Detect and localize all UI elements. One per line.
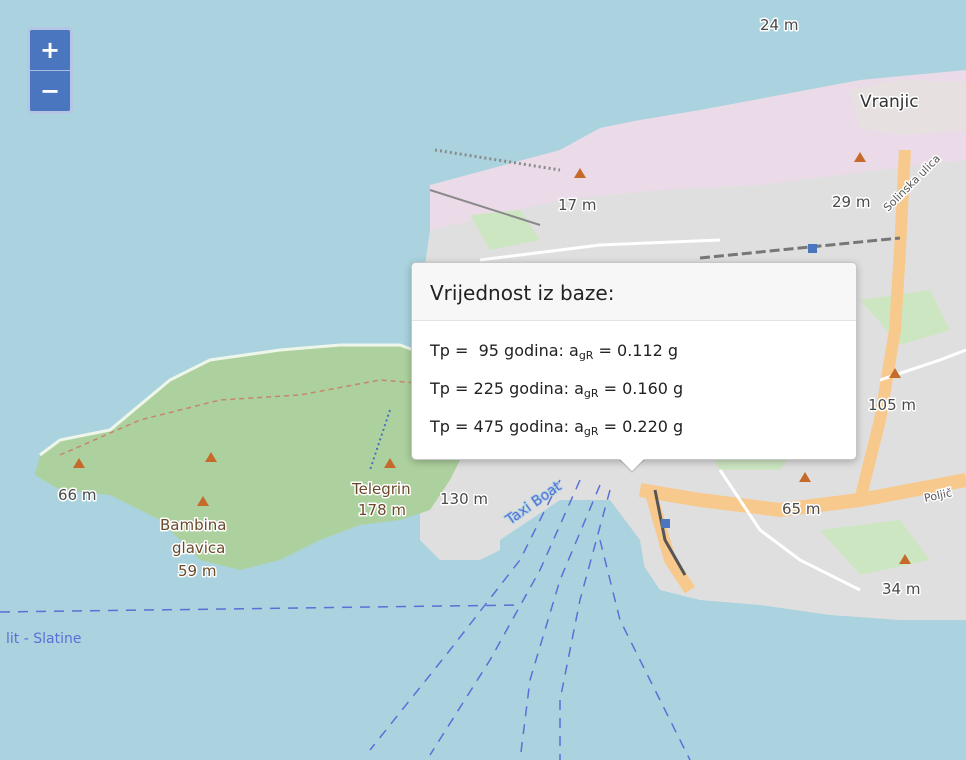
popup-tip bbox=[620, 459, 644, 471]
ferry-route bbox=[429, 479, 581, 756]
map-label-peak: Bambina bbox=[160, 516, 226, 534]
ferry-route bbox=[599, 539, 691, 760]
map-label: 59 m bbox=[178, 562, 216, 580]
ferry-route bbox=[369, 479, 561, 751]
minor-road bbox=[479, 238, 721, 262]
map-label: 66 m bbox=[58, 486, 96, 504]
station-marker bbox=[661, 519, 670, 528]
main-road bbox=[854, 149, 911, 502]
zoom-control: + − bbox=[27, 27, 73, 114]
row-subscript: gR bbox=[583, 387, 599, 400]
main-road bbox=[644, 488, 695, 594]
green-patch bbox=[860, 290, 950, 345]
map-label: 178 m bbox=[358, 501, 406, 519]
peak-icon bbox=[899, 554, 911, 564]
railway bbox=[653, 489, 687, 576]
popup-row: Tp = 95 godina: agR = 0.112 g bbox=[430, 341, 838, 369]
popup-body: Tp = 95 godina: agR = 0.112 g Tp = 225 g… bbox=[412, 321, 856, 445]
railway bbox=[699, 236, 901, 260]
popup-header: Vrijednost iz baze: bbox=[412, 263, 856, 321]
zoom-in-button[interactable]: + bbox=[30, 30, 70, 71]
harbour bbox=[500, 500, 650, 610]
peak-icon bbox=[799, 472, 811, 482]
peak-icon bbox=[854, 152, 866, 162]
row-value: = 0.220 g bbox=[598, 417, 684, 436]
row-subscript: gR bbox=[578, 349, 594, 362]
breakwater bbox=[434, 148, 561, 172]
row-prefix: Tp = 95 godina: a bbox=[430, 341, 579, 360]
map-label: 130 m bbox=[440, 490, 488, 508]
map-label: 34 m bbox=[882, 580, 920, 598]
map-label-ferry: lit - Slatine bbox=[6, 631, 81, 647]
ferry-route bbox=[559, 489, 611, 760]
map-label: 24 m bbox=[760, 16, 798, 34]
vranjic-land bbox=[850, 80, 966, 135]
map-popup: Vrijednost iz baze: Tp = 95 godina: agR … bbox=[411, 262, 857, 473]
shoreline bbox=[39, 343, 441, 457]
footpath bbox=[369, 409, 391, 471]
map-label: 65 m bbox=[782, 500, 820, 518]
peak-icon bbox=[197, 496, 209, 506]
row-subscript: gR bbox=[583, 425, 599, 438]
map-label: 105 m bbox=[868, 396, 916, 414]
row-value: = 0.112 g bbox=[593, 341, 679, 360]
footpath bbox=[59, 379, 441, 456]
minor-road bbox=[879, 348, 966, 382]
popup-row: Tp = 225 godina: agR = 0.160 g bbox=[430, 379, 838, 407]
map-label-peak: Telegrin bbox=[351, 480, 411, 498]
row-prefix: Tp = 225 godina: a bbox=[430, 379, 584, 398]
station-marker bbox=[808, 244, 817, 253]
peak-icon bbox=[574, 168, 586, 178]
peak-icon bbox=[384, 458, 396, 468]
peak-icon bbox=[205, 452, 217, 462]
map-label: 17 m bbox=[558, 196, 596, 214]
peak-icon bbox=[73, 458, 85, 468]
marjan-park bbox=[35, 345, 470, 570]
ferry-route bbox=[0, 604, 521, 613]
map-label-place: Vranjic bbox=[860, 92, 919, 112]
peak-icon bbox=[889, 368, 901, 378]
row-prefix: Tp = 475 godina: a bbox=[430, 417, 584, 436]
map-label: 29 m bbox=[832, 193, 870, 211]
row-value: = 0.160 g bbox=[598, 379, 684, 398]
popup-title: Vrijednost iz baze: bbox=[430, 281, 615, 305]
minor-road bbox=[718, 469, 861, 592]
main-road bbox=[638, 473, 966, 518]
popup-row: Tp = 475 godina: agR = 0.220 g bbox=[430, 417, 838, 445]
map-label-peak: glavica bbox=[172, 539, 225, 557]
zoom-out-button[interactable]: − bbox=[30, 71, 70, 111]
breakwater bbox=[429, 189, 541, 226]
